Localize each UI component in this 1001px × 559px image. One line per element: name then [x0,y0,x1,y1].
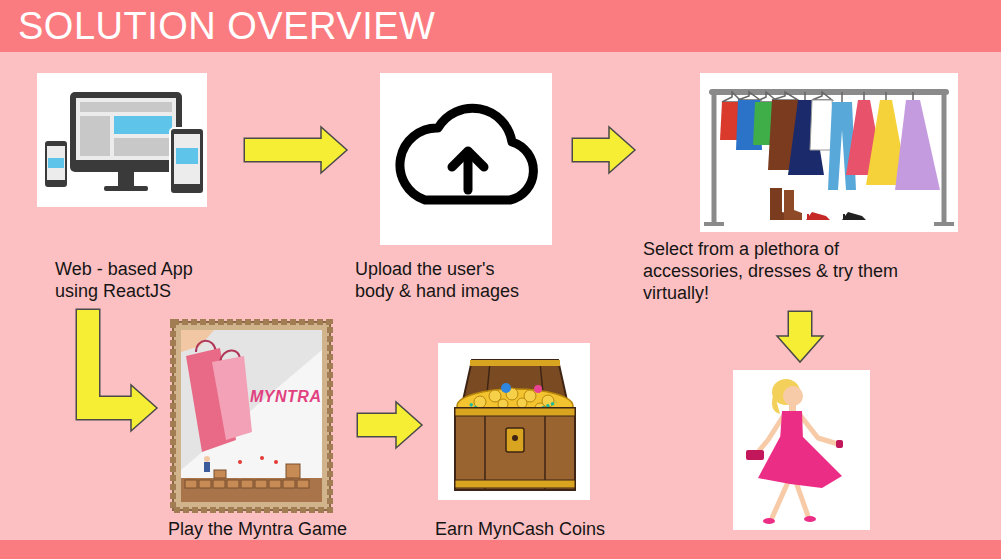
arrow-shaft [573,139,612,161]
arrow-head [777,336,823,362]
caption: Web - based App using ReactJS [55,258,220,302]
block-arrow [244,127,348,173]
caption: Upload the user's body & hand images [355,258,530,302]
arrow-head [321,127,347,173]
devices-icon [37,73,207,207]
image-card: Earn MynCash Coins [430,343,610,540]
arrow-shaft [88,310,134,408]
image-panel [733,370,870,530]
label-holder: MYNTRA [250,388,321,406]
block-arrow [88,309,157,432]
image-card: Select from a plethora of accessories, d… [643,73,983,304]
slide-title: SOLUTION OVERVIEW [18,0,435,52]
arrow-shaft [245,139,324,161]
treasure-chest [438,343,590,500]
arrow-head [609,127,635,173]
caption: Earn MynCash Coins [430,518,610,540]
image-card: Web - based App using ReactJS [37,73,237,302]
game-screenshot [173,322,330,510]
block-arrow [572,127,636,173]
brand-logo: MYNTRA [250,388,321,406]
caption: Select from a plethora of accessories, d… [643,238,933,304]
cloud-upload-icon [380,73,552,245]
block-arrow [357,402,423,448]
image-card: Upload the user's body & hand images [355,73,565,302]
image-card: Play the Myntra Game [165,322,350,540]
arrow-shaft [358,414,399,436]
arrow-shaft [789,312,811,339]
caption: Play the Myntra Game [165,518,350,540]
arrow-head [396,402,422,448]
clothes-rack [700,73,958,232]
block-arrow [777,311,823,363]
arrow-head [131,385,157,431]
woman-figure [733,370,870,530]
